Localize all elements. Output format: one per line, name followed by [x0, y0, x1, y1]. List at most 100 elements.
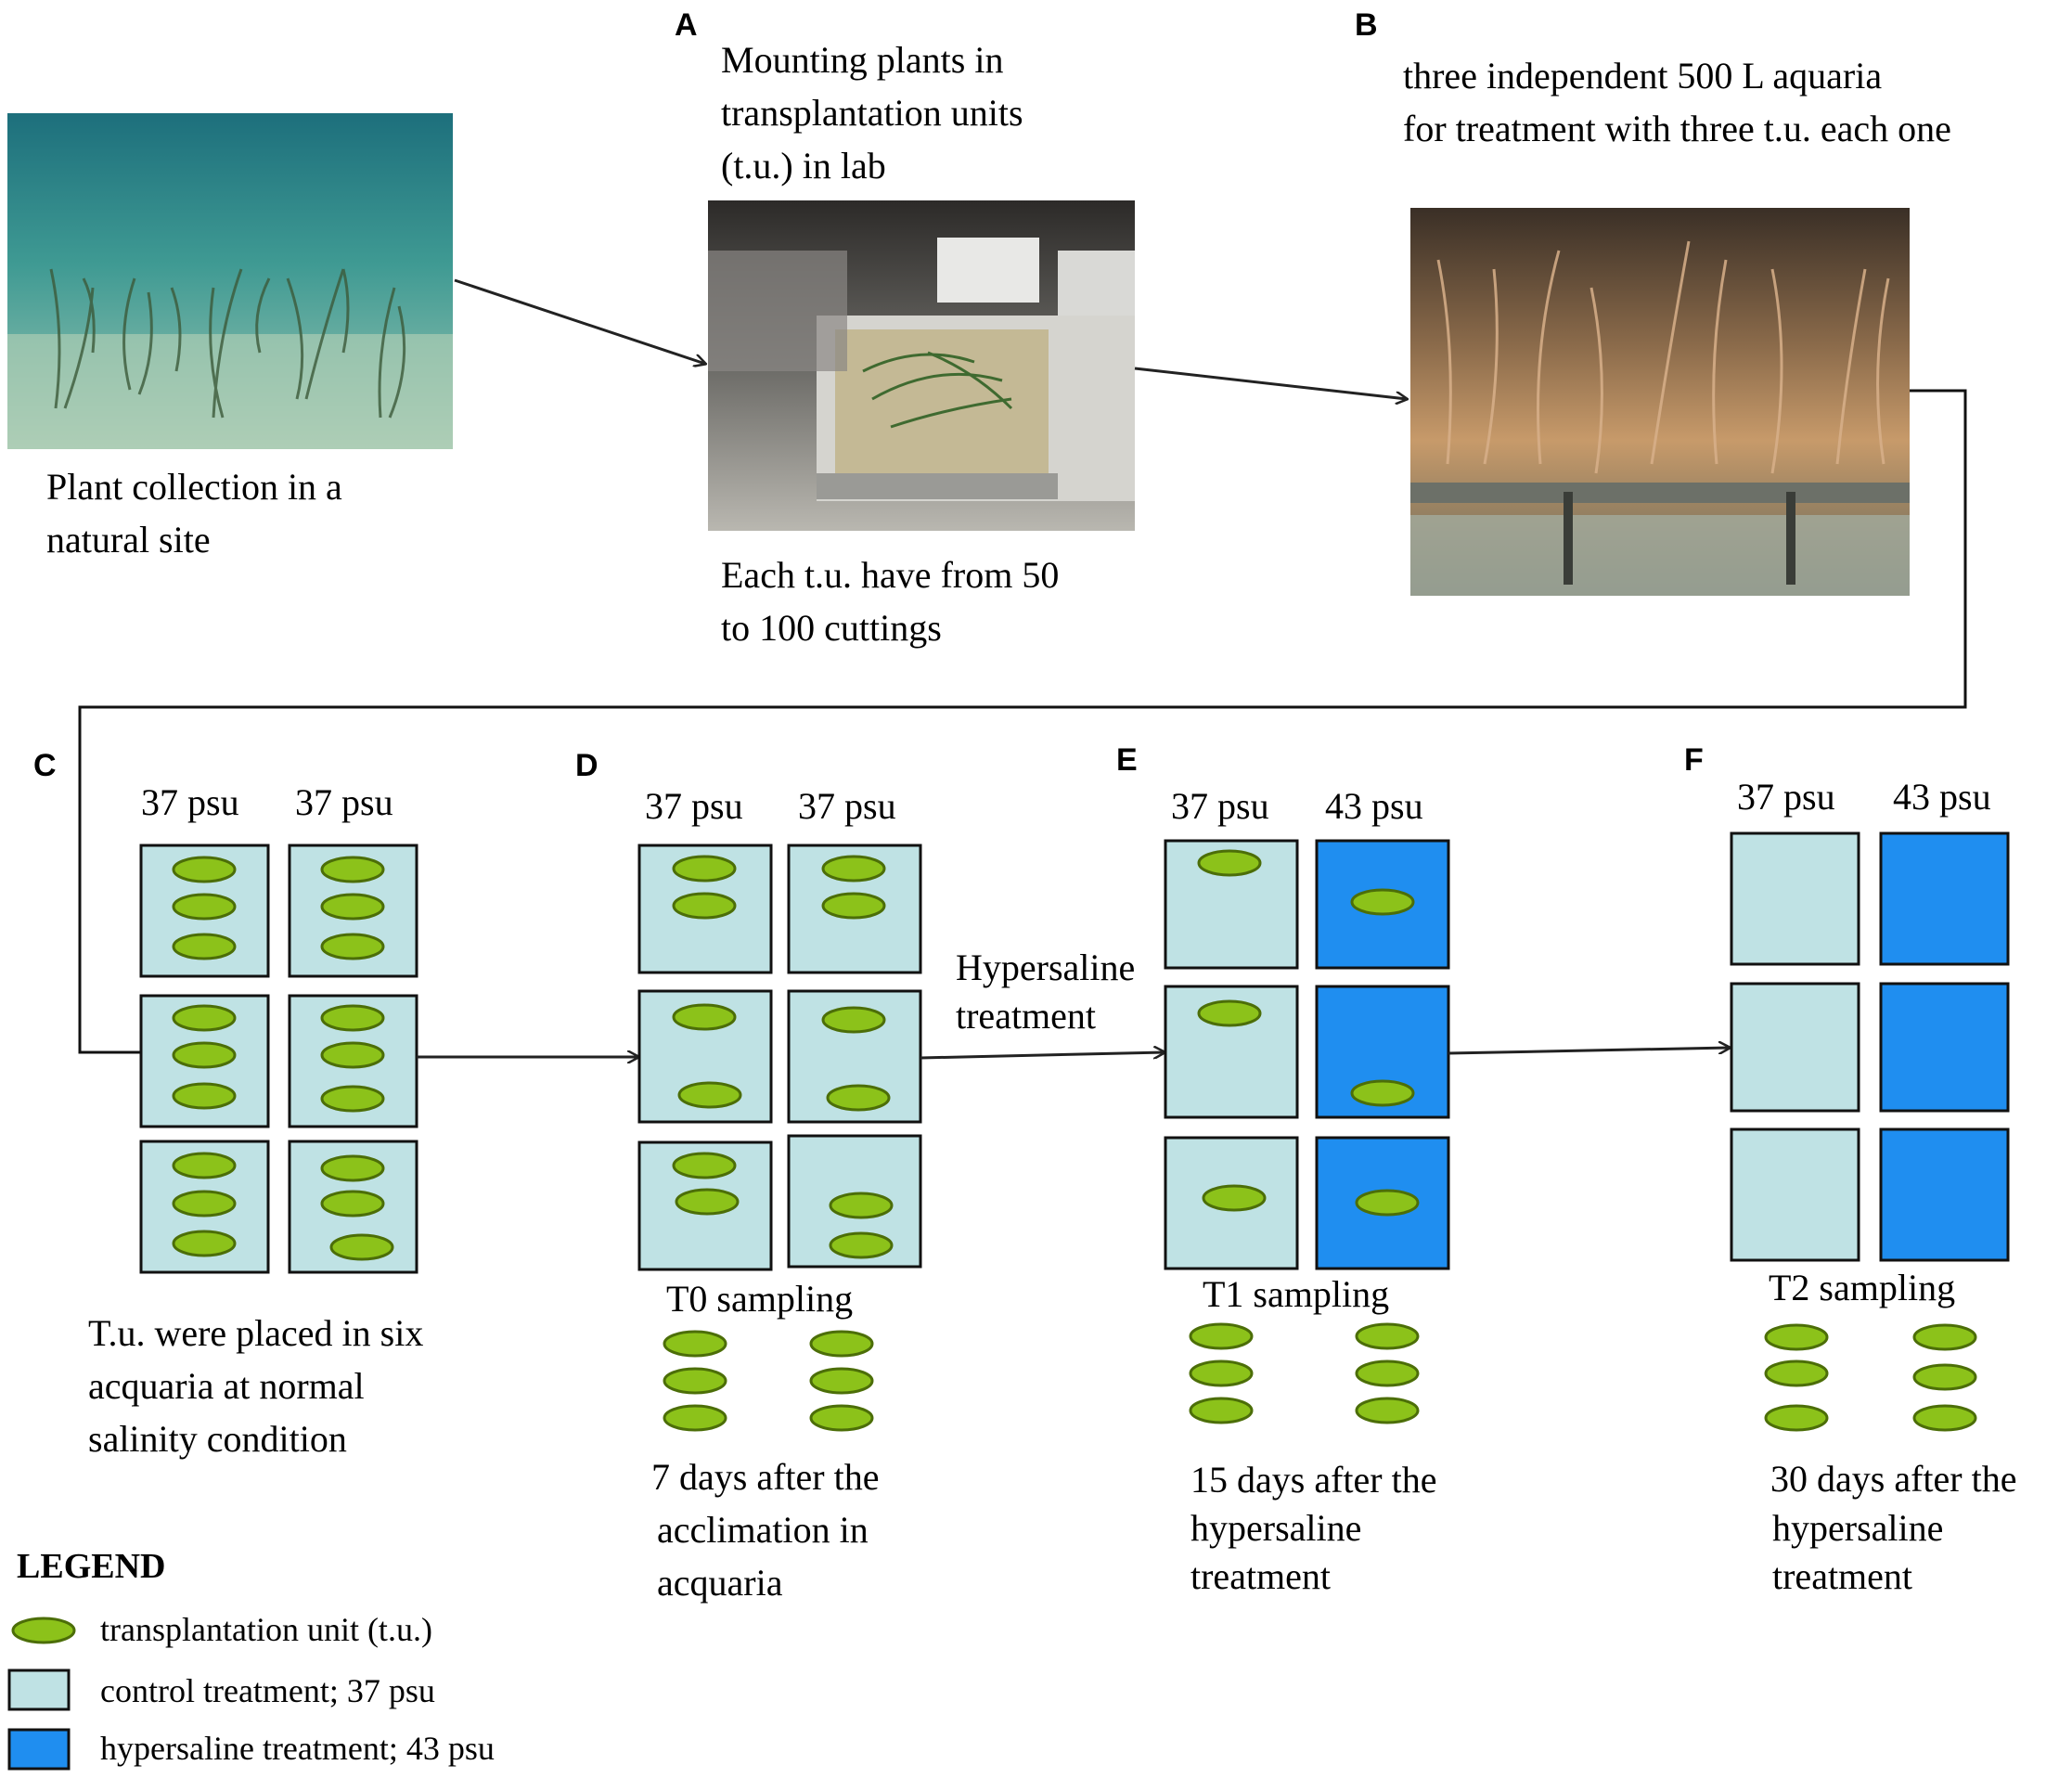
- panel-a-below-line-1: Each t.u. have from 50: [721, 554, 1059, 596]
- tu-marker: [329, 1233, 394, 1261]
- panel-d-sampling-label: T0 sampling: [666, 1278, 853, 1320]
- tu-marker: [1912, 1363, 1977, 1391]
- tu-marker: [1189, 1322, 1254, 1350]
- tu-marker: [663, 1367, 727, 1395]
- legend-title: LEGEND: [17, 1547, 165, 1586]
- tu-marker: [1764, 1323, 1829, 1351]
- tu-marker: [320, 1190, 385, 1218]
- panel-f-caption-line-1: 30 days after the: [1770, 1458, 2016, 1500]
- panel-c-right-salinity-label: 37 psu: [295, 781, 393, 823]
- panel-e-right-salinity-label: 43 psu: [1325, 785, 1423, 827]
- legend-hypersaline-label: hypersaline treatment; 43 psu: [100, 1730, 495, 1767]
- panel-f-right-salinity-label: 43 psu: [1893, 776, 1991, 818]
- panel-c-left-salinity-label: 37 psu: [141, 781, 239, 823]
- panel-e-caption-line-3: treatment: [1190, 1555, 1331, 1597]
- tu-marker: [821, 892, 886, 920]
- panel-c-caption-line-2: acquaria at normal: [88, 1365, 365, 1407]
- tu-marker: [172, 856, 237, 883]
- panel-e-aquaria-grid: [1164, 839, 1450, 1270]
- tu-marker: [1355, 1397, 1420, 1424]
- panel-b-title-line-2: for treatment with three t.u. each one: [1403, 108, 1951, 149]
- tu-marker: [672, 892, 737, 920]
- tu-marker: [1350, 888, 1415, 916]
- arrow-label-line-2: treatment: [956, 995, 1096, 1037]
- panel-e-caption-line-2: hypersaline: [1190, 1507, 1361, 1549]
- panel-f-aquaria-grid: [1730, 831, 2010, 1262]
- tu-marker: [829, 1231, 894, 1259]
- tu-marker: [320, 933, 385, 960]
- tu-marker: [672, 1152, 737, 1179]
- panel-letter-f: F: [1684, 742, 1704, 778]
- panel-c-caption-line-3: salinity condition: [88, 1418, 347, 1460]
- panel-d-caption-line-3: acquaria: [657, 1562, 783, 1604]
- panel-e-left-salinity-label: 37 psu: [1171, 785, 1269, 827]
- lab-mounting-photo: [708, 200, 1135, 531]
- tu-marker: [1764, 1359, 1829, 1387]
- panel-f-caption-line-2: hypersaline: [1772, 1507, 1943, 1549]
- tu-marker: [320, 1085, 385, 1113]
- panel-f-control-tank-3: [1730, 1127, 1860, 1262]
- panel-letter-b: B: [1355, 7, 1378, 43]
- tu-marker: [821, 855, 886, 883]
- tu-marker: [1189, 1359, 1254, 1387]
- tu-marker: [809, 1404, 874, 1432]
- connector-aquaria-to-panel-c: [78, 389, 1967, 1054]
- panel-a-title-line-2: transplantation units: [721, 92, 1023, 134]
- panel-d-right-salinity-label: 37 psu: [798, 785, 896, 827]
- panel-e-sampling-label: T1 sampling: [1203, 1273, 1389, 1315]
- tu-marker: [672, 855, 737, 883]
- panel-c-caption-line-1: T.u. were placed in six: [88, 1312, 423, 1354]
- tu-marker: [1764, 1404, 1829, 1432]
- tu-marker: [672, 1003, 737, 1031]
- tu-marker: [172, 1004, 237, 1032]
- tu-marker: [172, 1190, 237, 1218]
- aquaria-photo: [1410, 208, 1910, 596]
- legend-control-label: control treatment; 37 psu: [100, 1672, 435, 1709]
- tu-marker: [320, 1041, 385, 1069]
- panel-letter-a: A: [675, 7, 698, 43]
- tu-marker: [1350, 1079, 1415, 1107]
- tu-marker: [172, 1041, 237, 1069]
- tu-marker: [1202, 1184, 1267, 1212]
- tu-marker: [1197, 999, 1262, 1027]
- tu-marker: [809, 1330, 874, 1358]
- panel-f-control-tank-1: [1730, 831, 1860, 966]
- tu-marker: [1355, 1359, 1420, 1387]
- collection-caption-line-2: natural site: [46, 519, 211, 560]
- tu-marker: [172, 893, 237, 921]
- panel-e-caption-line-1: 15 days after the: [1190, 1459, 1436, 1501]
- tu-marker: [663, 1330, 727, 1358]
- panel-d-aquaria-grid: [637, 844, 922, 1271]
- legend-tu-swatch: [11, 1617, 76, 1644]
- legend-hypersaline-swatch: [7, 1728, 71, 1771]
- legend-tu-label: transplantation unit (t.u.): [100, 1611, 432, 1648]
- tu-marker: [320, 1004, 385, 1032]
- panel-c-aquaria-grid: [139, 844, 418, 1274]
- tu-marker: [320, 893, 385, 921]
- tu-marker: [1355, 1322, 1420, 1350]
- panel-f-hypersaline-tank-2: [1879, 982, 2010, 1113]
- panel-f-hypersaline-tank-1: [1879, 831, 2010, 966]
- arrow-label-line-1: Hypersaline: [956, 947, 1135, 988]
- tu-marker: [675, 1188, 740, 1216]
- tu-marker: [172, 1152, 237, 1179]
- panel-a-title-line-3: (t.u.) in lab: [721, 145, 886, 187]
- tu-marker: [826, 1084, 891, 1112]
- panel-letter-e: E: [1116, 742, 1138, 778]
- panel-d-caption-line-2: acclimation in: [657, 1509, 869, 1551]
- arrow-lab-to-aquaria: [1134, 367, 1407, 399]
- tu-marker: [1197, 849, 1262, 877]
- legend-control-swatch: [7, 1668, 71, 1711]
- panel-letter-d: D: [575, 748, 598, 783]
- tu-marker: [320, 856, 385, 883]
- tu-marker: [677, 1081, 742, 1109]
- panel-e-sampled-units: [1189, 1322, 1420, 1424]
- panel-d-sampled-units: [663, 1330, 874, 1432]
- tu-marker: [320, 1154, 385, 1182]
- tu-marker: [821, 1006, 886, 1034]
- panel-f-left-salinity-label: 37 psu: [1737, 776, 1835, 818]
- collection-caption-line-1: Plant collection in a: [46, 466, 342, 508]
- legend: LEGEND transplantation unit (t.u.) contr…: [7, 1547, 495, 1771]
